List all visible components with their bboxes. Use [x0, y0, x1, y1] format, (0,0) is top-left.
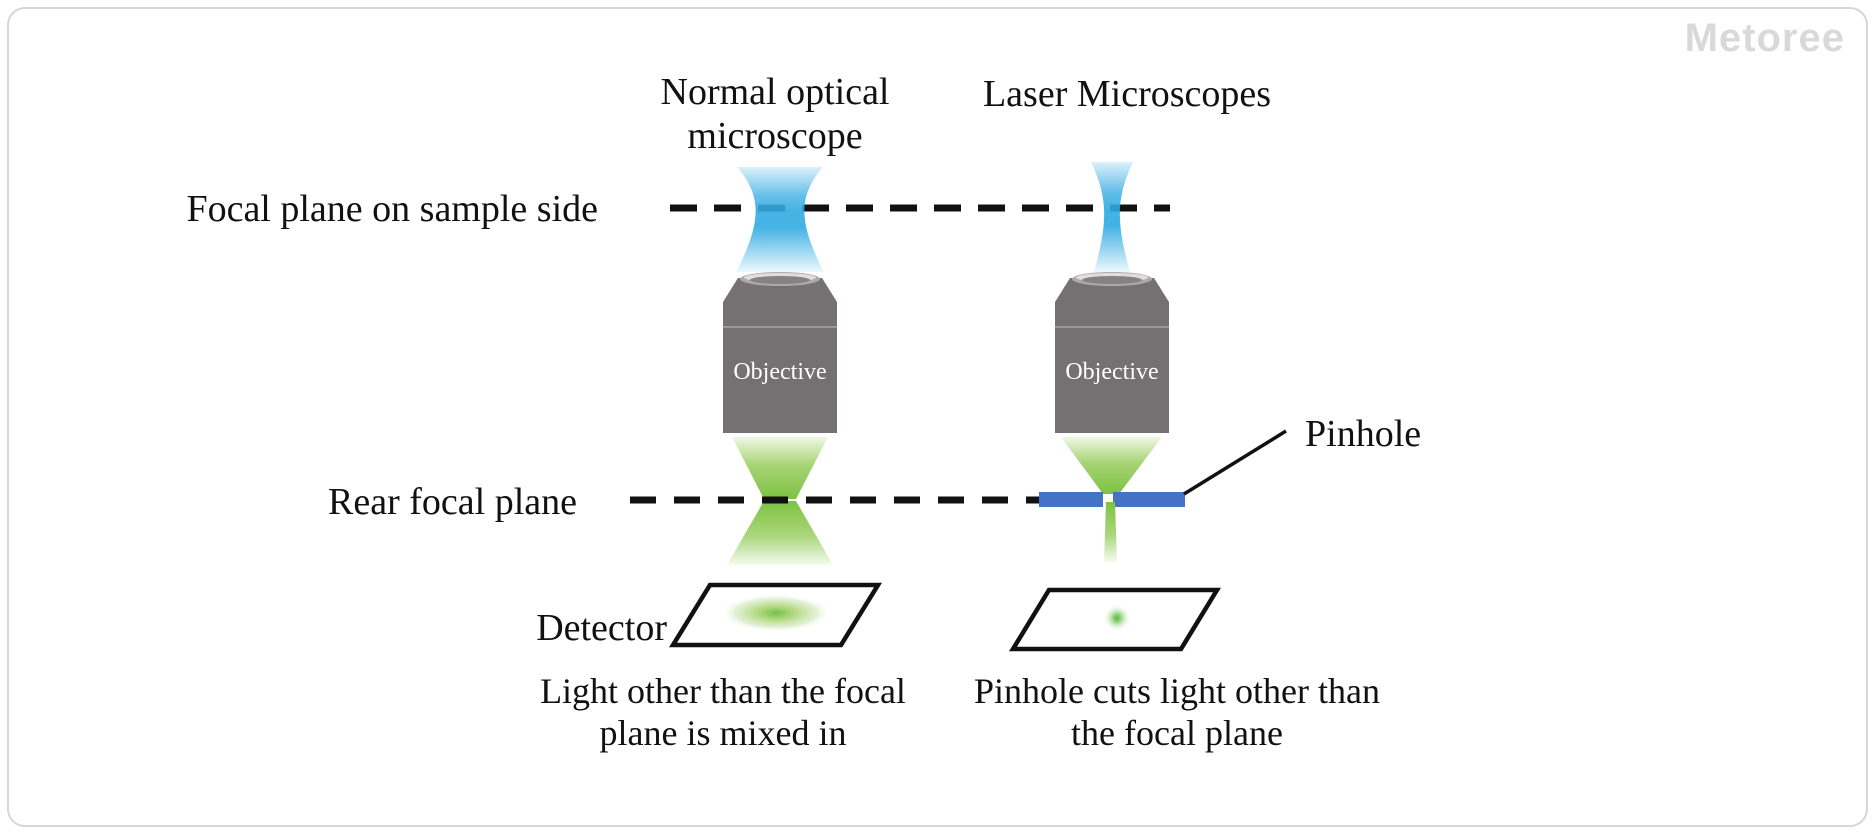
title-normal-optical-microscope: Normal optical microscope	[660, 71, 890, 157]
objective-lens-core-left	[750, 276, 810, 284]
objective-lens-core-right	[1082, 276, 1142, 284]
detector-spot-small	[1103, 604, 1131, 632]
caption-right: Pinhole cuts light other than the focal …	[974, 671, 1380, 753]
green-cone-upper-left	[732, 437, 828, 499]
metoree-watermark: Metoree	[1684, 16, 1845, 60]
objective-body-right	[1055, 278, 1169, 433]
pinhole-plate-left-half	[1039, 492, 1103, 507]
objective-label-right: Objective	[1065, 359, 1159, 385]
pinhole-pointer-line	[1183, 429, 1287, 496]
label-focal-plane-sample-side: Focal plane on sample side	[186, 188, 598, 230]
blue-light-cone-right	[1091, 162, 1133, 272]
green-cone-upper-right	[1061, 437, 1162, 494]
objective-label-left: Objective	[733, 359, 827, 385]
objective-body-left	[723, 278, 837, 433]
pinhole-plate-right-half	[1113, 492, 1185, 507]
title-laser-microscopes: Laser Microscopes	[982, 73, 1272, 115]
label-pinhole: Pinhole	[1305, 413, 1422, 455]
objective-left	[723, 272, 837, 433]
caption-left: Light other than the focal plane is mixe…	[540, 671, 906, 753]
green-beam-through-pinhole	[1104, 502, 1117, 562]
blue-light-cone-left	[736, 167, 824, 272]
objective-right	[1055, 272, 1169, 433]
detector-spot-large	[721, 594, 831, 632]
label-detector: Detector	[536, 607, 667, 649]
label-rear-focal-plane: Rear focal plane	[328, 481, 577, 523]
green-cone-lower-left	[727, 501, 833, 565]
